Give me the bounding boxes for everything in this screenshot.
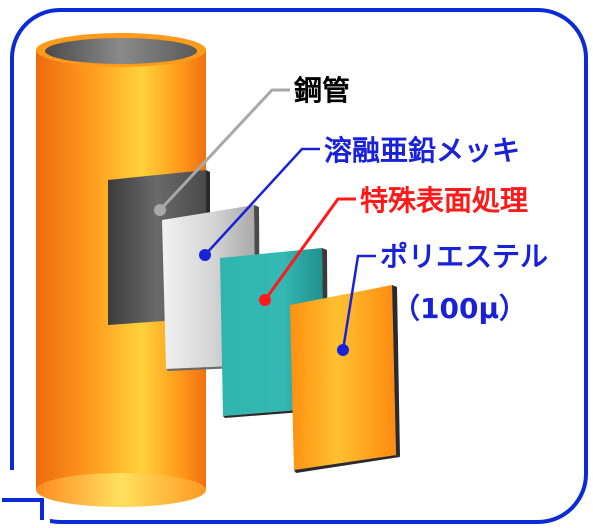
marker-dot-zinc xyxy=(199,249,211,261)
label-polyester: ポリエステル xyxy=(380,240,548,273)
label-thickness: （100μ） xyxy=(392,292,527,325)
marker-dot-steel xyxy=(154,204,166,216)
leader-line-zinc xyxy=(204,147,320,256)
layer-polyester xyxy=(290,285,400,473)
label-steel-pipe: 鋼管 xyxy=(294,74,350,107)
frame-edge-mark xyxy=(2,498,44,520)
leader-line-special xyxy=(263,197,356,301)
leader-line-polyester xyxy=(341,254,376,351)
label-special-treatment: 特殊表面処理 xyxy=(360,184,528,217)
leader-line-steel xyxy=(158,88,290,212)
label-galvanizing: 溶融亜鉛メッキ xyxy=(324,134,520,167)
marker-dot-special xyxy=(259,294,271,306)
marker-dot-polyester xyxy=(337,344,349,356)
